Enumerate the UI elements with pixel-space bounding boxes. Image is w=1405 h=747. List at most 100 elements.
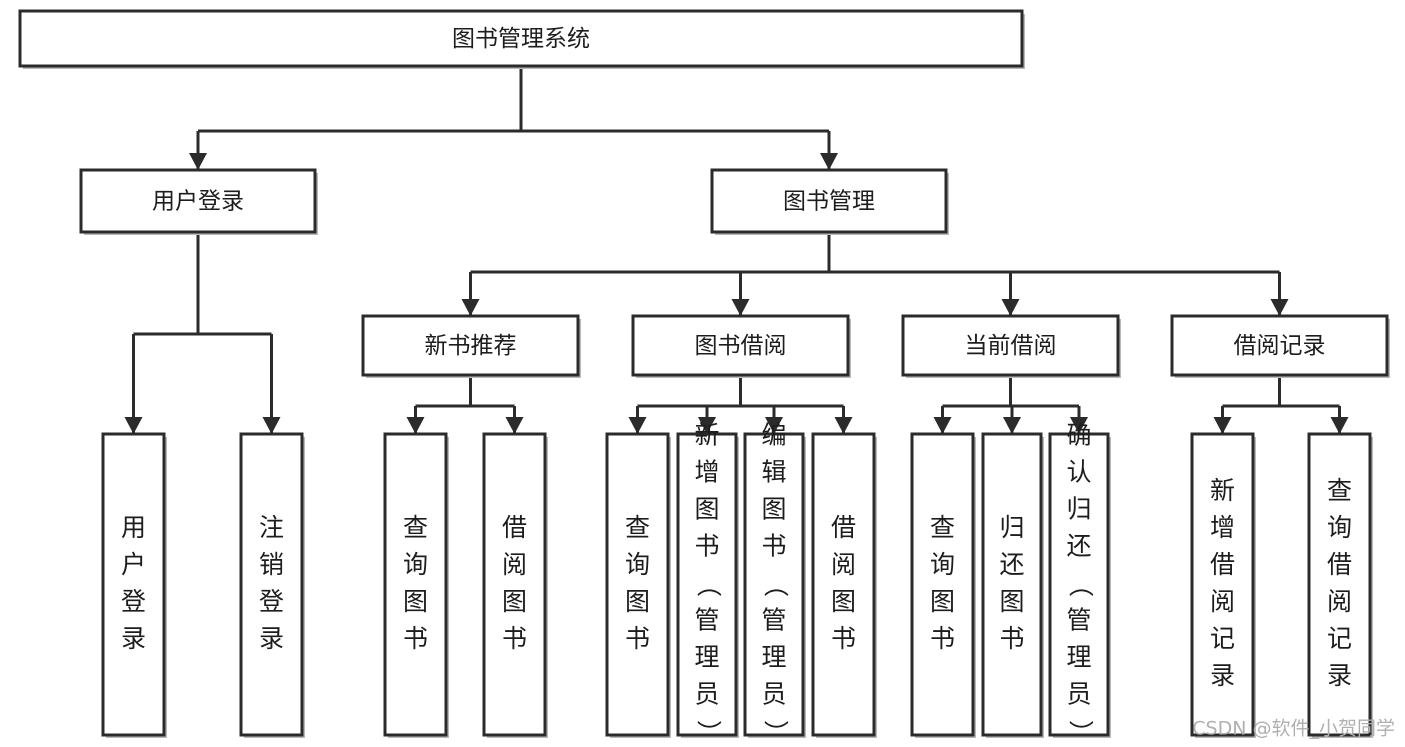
node-rect[interactable] <box>1048 432 1110 737</box>
arrow-head-icon <box>834 417 853 434</box>
node-rect[interactable] <box>1190 432 1255 737</box>
edge-group-current-borrow <box>933 375 1088 434</box>
node-label-char: 户 <box>121 550 146 579</box>
arrow-head-icon <box>628 417 647 434</box>
node-rect[interactable] <box>79 168 317 234</box>
node-rect[interactable] <box>239 432 304 737</box>
arrow-head-icon <box>1003 417 1021 434</box>
node-label: 新书推荐 <box>425 333 517 359</box>
node-label-char: 查 <box>625 513 650 542</box>
node-user-login[interactable]: 用户登录 <box>79 168 318 235</box>
node-label-char: 书 <box>694 532 719 561</box>
node-book-manage[interactable]: 图书管理 <box>710 168 949 235</box>
connector-layer <box>124 66 1349 434</box>
node-rect[interactable] <box>901 314 1120 377</box>
node-rect[interactable] <box>710 168 948 234</box>
node-root[interactable]: 图书管理系统 <box>18 9 1025 69</box>
node-label: 图书管理 <box>783 189 875 215</box>
node-label-char: 管 <box>1066 606 1091 635</box>
node-label-char: 图 <box>694 495 719 524</box>
node-label-char: 询 <box>403 550 428 579</box>
node-label-char: 图 <box>502 587 527 616</box>
node-label-char: 员 <box>694 680 719 709</box>
node-label-char: 图 <box>930 587 955 616</box>
node-label-char: 登 <box>121 587 146 616</box>
arrow-head-icon <box>1270 299 1289 316</box>
edge-group-book-borrow <box>628 375 853 434</box>
node-label-char: 询 <box>625 550 650 579</box>
arrow-head-icon <box>933 417 952 434</box>
node-label-char: 还 <box>999 550 1024 579</box>
node-label-char: 书 <box>625 624 650 653</box>
node-rect[interactable] <box>676 432 738 737</box>
node-rect[interactable] <box>1307 432 1372 737</box>
node-label-char: （ <box>761 572 790 597</box>
node-label-char: 记 <box>1210 624 1235 653</box>
node-label-char: 录 <box>1327 661 1352 690</box>
node-label-char: 借 <box>1327 550 1352 579</box>
edge-group-book-manage <box>461 232 1289 316</box>
node-label-char: 管 <box>694 606 719 635</box>
node-rect[interactable] <box>605 432 670 737</box>
node-label: 用户登录 <box>152 189 244 215</box>
node-label-char: 编 <box>761 421 786 450</box>
arrow-head-icon <box>406 417 425 434</box>
node-leaf-user-login[interactable]: 用户登录 <box>101 432 167 738</box>
edge-group-borrow-record <box>1213 375 1349 434</box>
node-rect[interactable] <box>101 432 166 737</box>
node-label-char: 借 <box>831 513 856 542</box>
node-rect[interactable] <box>631 314 850 377</box>
node-rect[interactable] <box>743 432 805 737</box>
node-rect[interactable] <box>910 432 975 737</box>
node-rect[interactable] <box>811 432 876 737</box>
node-label-char: 书 <box>502 624 527 653</box>
node-label-char: 员 <box>1066 680 1091 709</box>
node-label: 图书管理系统 <box>452 26 590 52</box>
node-label-char: 确 <box>1066 421 1091 450</box>
node-borrow-record[interactable]: 借阅记录 <box>1170 314 1390 378</box>
arrow-head-icon <box>1213 417 1232 434</box>
node-label-char: 阅 <box>831 550 856 579</box>
node-label-char: 管 <box>761 606 786 635</box>
node-label: 当前借阅 <box>965 333 1057 359</box>
node-rect[interactable] <box>981 432 1043 737</box>
node-label-char: 辑 <box>761 458 786 487</box>
node-rect[interactable] <box>361 314 580 377</box>
csdn-watermark: CSDN @软件_小贺同学 <box>1192 718 1395 740</box>
arrow-head-icon <box>1070 417 1088 434</box>
node-label-char: 查 <box>1327 476 1352 505</box>
node-label-char: 新 <box>1210 476 1235 505</box>
node-rect[interactable] <box>383 432 448 737</box>
node-current-borrow[interactable]: 当前借阅 <box>901 314 1121 378</box>
node-label-char: 书 <box>831 624 856 653</box>
node-label-char: 图 <box>761 495 786 524</box>
node-label-char: 注 <box>259 513 284 542</box>
node-label-char: （ <box>1066 572 1095 597</box>
node-book-borrow[interactable]: 图书借阅 <box>631 314 851 378</box>
node-label-char: 书 <box>930 624 955 653</box>
node-label-char: 销 <box>259 550 284 579</box>
node-label-char: 理 <box>694 643 719 672</box>
node-label-char: 新 <box>694 421 719 450</box>
node-label-char: 还 <box>1066 532 1091 561</box>
node-label-char: 阅 <box>1210 587 1235 616</box>
node-rect[interactable] <box>1170 314 1389 377</box>
node-label-char: 询 <box>930 550 955 579</box>
node-rect[interactable] <box>18 9 1024 68</box>
node-new-book-rec[interactable]: 新书推荐 <box>361 314 581 378</box>
node-label-char: 增 <box>1210 513 1235 542</box>
node-rect[interactable] <box>482 432 547 737</box>
